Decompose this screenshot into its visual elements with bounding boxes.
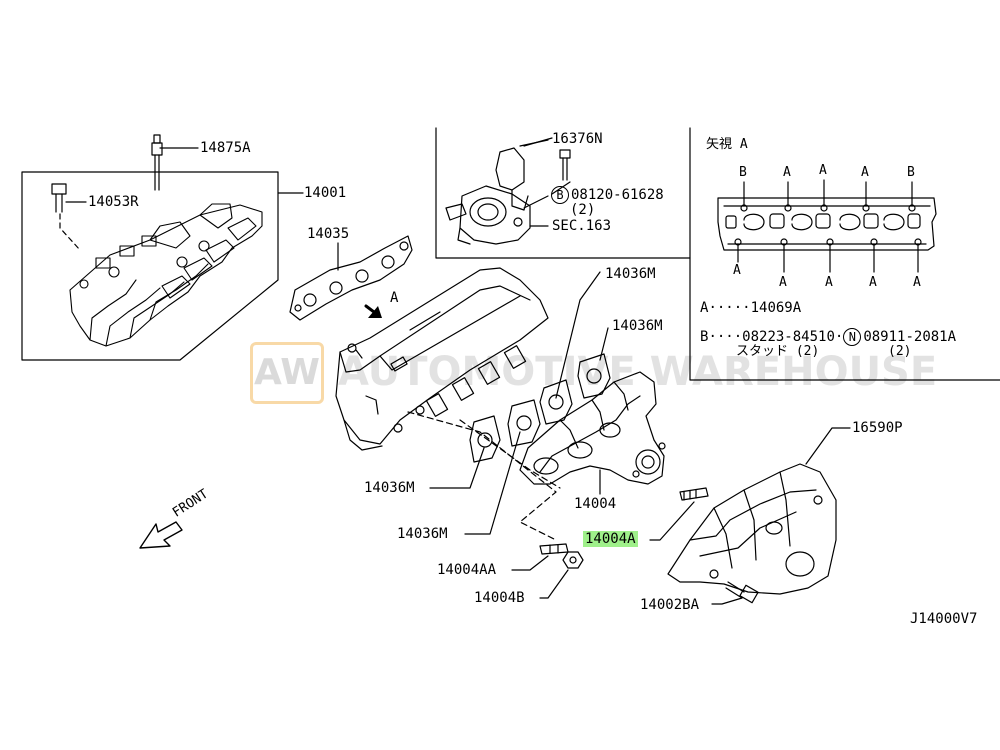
gasket-14036M-c bbox=[539, 379, 573, 425]
label-14035: 14035 bbox=[307, 226, 350, 242]
view-a-top-mark-5: B bbox=[907, 165, 915, 180]
label-08120-qty: (2) bbox=[570, 202, 596, 218]
view-a-top-mark-4: A bbox=[861, 165, 869, 180]
label-14036M-mid: 14036M bbox=[612, 318, 663, 334]
gasket-14036M-d bbox=[577, 353, 611, 399]
front-arrow-icon bbox=[139, 521, 183, 549]
label-sec163: SEC.163 bbox=[552, 218, 612, 234]
legend-b-sub-qty: (2) bbox=[888, 344, 912, 359]
label-14004B: 14004B bbox=[474, 590, 525, 606]
leader-16376N bbox=[519, 139, 549, 147]
view-arrow-a bbox=[364, 304, 382, 318]
throttle-body bbox=[445, 137, 571, 245]
label-14002BA: 14002BA bbox=[640, 597, 700, 613]
label-14036M-bottom: 14036M bbox=[397, 526, 448, 542]
exhaust-manifold bbox=[519, 371, 666, 485]
view-a-bottom-mark-4: A bbox=[869, 275, 877, 290]
label-14875A: 14875A bbox=[200, 140, 251, 156]
label-14004AA: 14004AA bbox=[437, 562, 497, 578]
view-a-bottom-mark-1: A bbox=[733, 263, 741, 278]
view-a-bottom-mark-3: A bbox=[825, 275, 833, 290]
dashed-guide-1 bbox=[407, 411, 557, 541]
view-a-bottom-mark-5: A bbox=[913, 275, 921, 290]
view-a-title: 矢視 A bbox=[706, 137, 748, 152]
heat-shield-16590P bbox=[667, 427, 851, 595]
leader-14036M-4 bbox=[464, 431, 521, 535]
bolt-14002BA bbox=[711, 581, 759, 605]
intake-manifold-frame bbox=[21, 171, 279, 361]
diagram-code: J14000V7 bbox=[910, 611, 978, 627]
throttle-box-frame bbox=[435, 127, 691, 259]
legend-a: A·····14069A bbox=[700, 300, 802, 316]
view-a-top-mark-1: B bbox=[739, 165, 747, 180]
label-14053R: 14053R bbox=[88, 194, 139, 210]
view-a-bottom-mark-2: A bbox=[779, 275, 787, 290]
n-circle-marker: N bbox=[843, 328, 862, 346]
label-view-arrow-a: A bbox=[390, 290, 399, 306]
stud-14004AA bbox=[511, 543, 569, 571]
label-14036M-left: 14036M bbox=[364, 480, 415, 496]
gasket-14036M-a bbox=[469, 415, 501, 463]
label-16376N: 16376N bbox=[552, 131, 603, 147]
leader-14036M-top bbox=[555, 271, 601, 399]
view-a-top-mark-3: A bbox=[819, 163, 827, 178]
label-14004: 14004 bbox=[574, 496, 617, 512]
gasket-14036M-b bbox=[507, 399, 541, 447]
cylinder-head-view-a bbox=[717, 179, 937, 273]
dashed-guide-2 bbox=[459, 419, 561, 489]
view-a-top-mark-2: A bbox=[783, 165, 791, 180]
label-14036M-top: 14036M bbox=[605, 266, 656, 282]
label-14004A-highlighted[interactable]: 14004A bbox=[583, 531, 638, 547]
watermark: AW AUTOMOTIVE WAREHOUSE bbox=[250, 342, 938, 404]
nut-14004B bbox=[539, 551, 584, 599]
leader-14036M-2 bbox=[599, 327, 609, 361]
label-14001: 14001 bbox=[304, 185, 347, 201]
legend-b-sub-stud: スタッド (2) bbox=[736, 344, 820, 359]
gasket-14035 bbox=[289, 235, 413, 321]
label-16590P: 16590P bbox=[852, 420, 903, 436]
cylinder-head bbox=[335, 267, 549, 451]
view-a-frame bbox=[689, 127, 1000, 381]
leader-14036M-3 bbox=[429, 447, 485, 489]
watermark-badge: AW bbox=[250, 342, 324, 404]
watermark-text: AUTOMOTIVE WAREHOUSE bbox=[338, 349, 938, 395]
bolt-14053R bbox=[51, 183, 87, 251]
stud-14875A bbox=[151, 134, 199, 191]
intake-manifold bbox=[69, 203, 263, 347]
b-circle-marker: B bbox=[551, 186, 569, 204]
stud-14004A bbox=[649, 487, 709, 541]
